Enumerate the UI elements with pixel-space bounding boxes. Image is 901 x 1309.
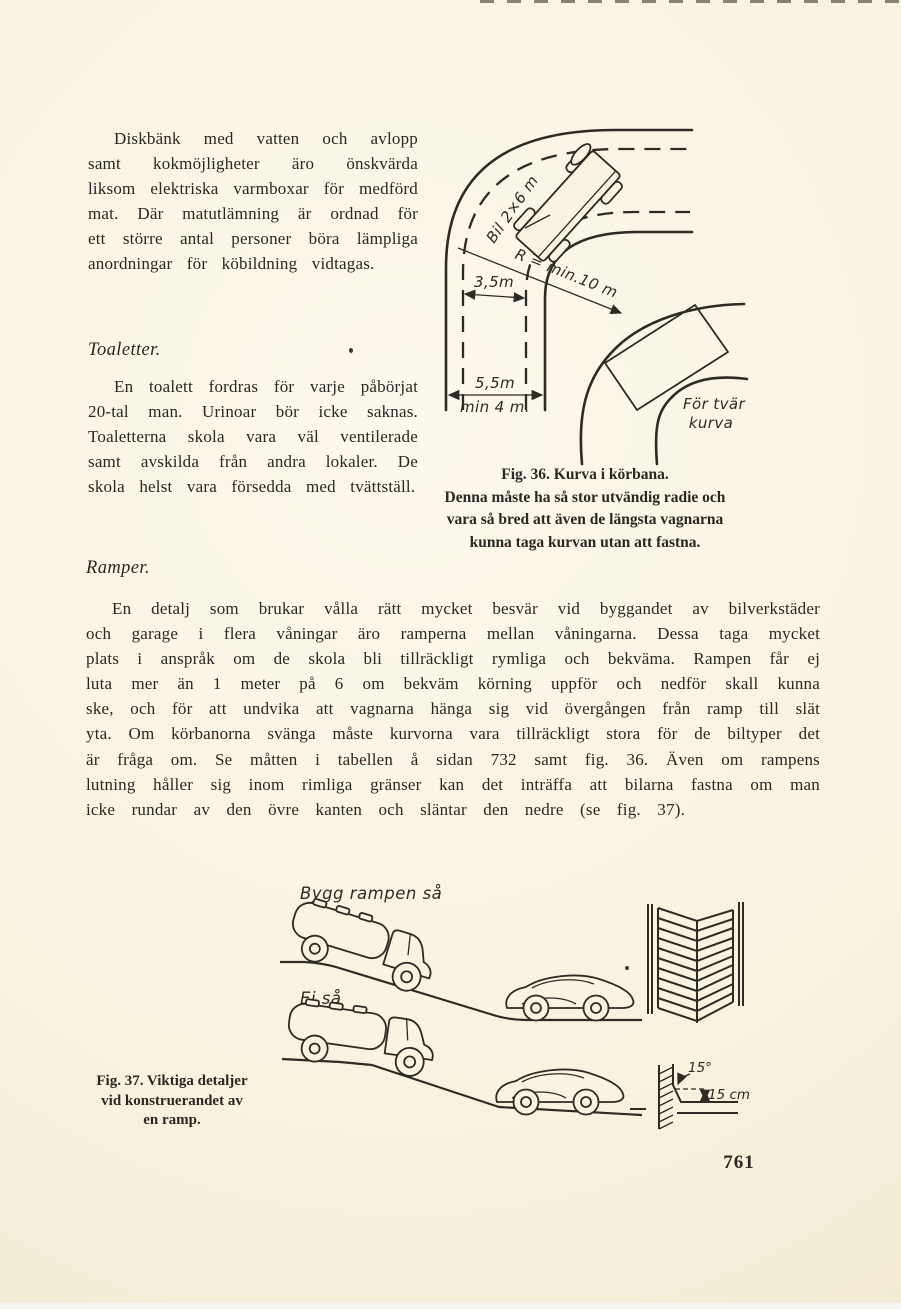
scan-edge — [0, 1303, 901, 1309]
sharp-curve-outer — [579, 302, 746, 466]
scan-artifact — [480, 0, 901, 3]
label-road-width: 5,5m — [475, 374, 515, 392]
wall-hatching — [658, 1066, 674, 1130]
tanker-truck-descending — [282, 893, 443, 998]
fig37-ramp-diagram: Bygg rampen så Ej så 15° 15 cm — [280, 884, 750, 1130]
fig36-caption: Fig. 36. Kurva i körbana. Denna måste ha… — [428, 464, 742, 554]
road-outer-edge — [444, 128, 694, 412]
heading-ramper: Ramper. — [86, 558, 150, 578]
paragraph-ramper: En detalj som brukar vålla rätt mycket b… — [86, 599, 820, 819]
paragraph-toaletter: En toalett fordras för varje på­börjat 2… — [88, 377, 418, 497]
good-ramp-ground — [280, 960, 642, 1022]
stuck-truck-rectangle — [604, 304, 729, 411]
fig36-caption-line: Denna måste ha så stor utvändig radie oc… — [444, 488, 726, 506]
label-lane-width: 3,5m — [474, 273, 514, 291]
car-at-sharp-base — [495, 1068, 625, 1116]
label-height: 15 cm — [708, 1087, 750, 1103]
fig36-caption-title: Fig. 36. Kurva i körbana. — [501, 466, 669, 483]
ramp-surface-chevrons — [657, 907, 734, 1023]
sharp-curve-inner — [654, 376, 749, 466]
fig37-caption-line: en ramp. — [143, 1112, 201, 1128]
truck-plan-view — [513, 143, 623, 263]
label-sharp-curve-1: För tvär — [683, 395, 745, 413]
fig37-caption: Fig. 37. Viktiga detaljer vid konstruera… — [84, 1072, 260, 1131]
paragraph-diskbank: Diskbänk med vatten och avlopp samt kokm… — [88, 129, 418, 274]
tanker-truck-hanging — [283, 996, 440, 1080]
fig37-caption-line: vid konstruerandet av — [101, 1092, 243, 1109]
road-dashed-outer — [461, 147, 690, 410]
ramp-surface-side-lines — [647, 902, 744, 1014]
fig37-caption-line: Fig. 37. Viktiga detaljer — [96, 1073, 248, 1089]
label-sharp-curve-2: kurva — [689, 414, 733, 432]
car-on-flat — [505, 974, 635, 1022]
heading-toaletter: Toaletter. — [88, 340, 161, 360]
dim-arrow — [493, 292, 526, 303]
angle-leader — [677, 1072, 691, 1086]
fig36-caption-line: vara så bred att även de längsta vagnarn… — [446, 511, 724, 528]
radius-arrow — [457, 247, 623, 314]
fig36-curve-diagram: Bil 2×6 m R = min.10 m 3,5m 5,5m min 4 m… — [444, 128, 749, 466]
ink-speck — [349, 348, 353, 353]
page-number: 761 — [723, 1152, 755, 1173]
leader-line — [524, 214, 551, 229]
ink-speck — [625, 966, 629, 970]
label-road-width-min: min 4 m. — [460, 398, 530, 416]
fig36-caption-line: kunna taga kurvan utan att fastna. — [469, 533, 701, 551]
label-angle: 15° — [688, 1060, 712, 1076]
wall-profile — [658, 1064, 738, 1129]
dim-arrow — [463, 289, 495, 300]
label-build-ramp-so: Bygg rampen så — [300, 884, 442, 903]
